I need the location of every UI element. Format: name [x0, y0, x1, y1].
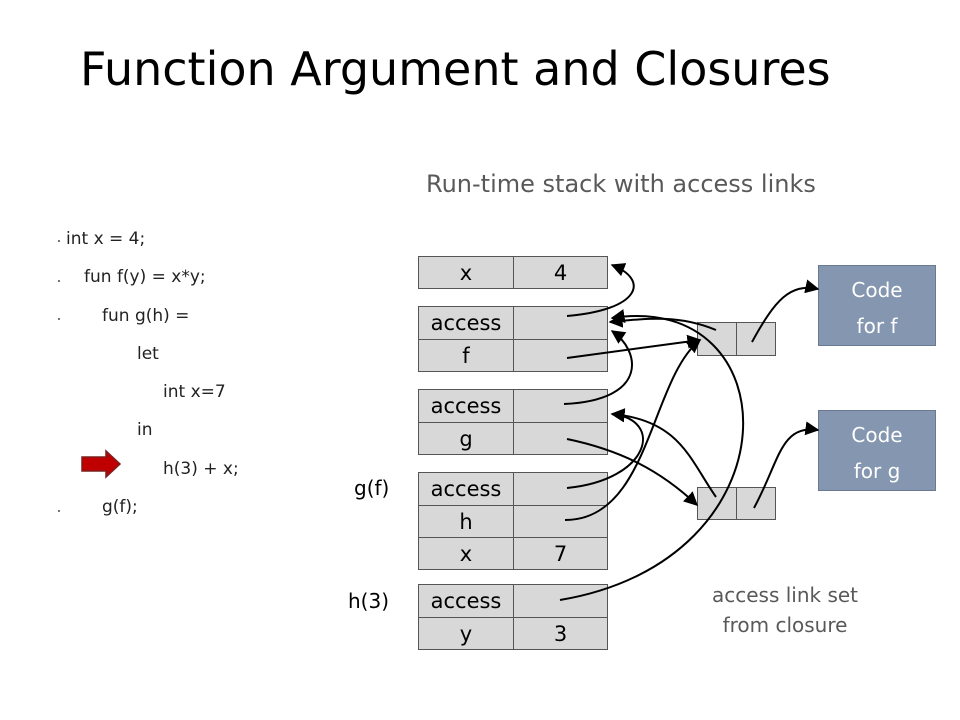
- bullet-dot: [58, 510, 60, 512]
- frame-label-gf: g(f): [354, 476, 390, 500]
- link-f-slot-to-closure-f: [566, 334, 702, 359]
- code-box-g-line1: Code: [851, 423, 903, 447]
- bullet-dot: [58, 318, 60, 320]
- closure-f-code-cell: [736, 322, 776, 356]
- link-closure-f-env-to-frame2: [608, 313, 717, 331]
- stack-cell-name: y: [418, 617, 514, 650]
- code-line-5: int x=7: [163, 382, 226, 402]
- link-h-slot-to-closure-f: [564, 339, 702, 521]
- link-frame5-access-to-frame2: [559, 309, 745, 601]
- stack-cell-value: [513, 422, 608, 455]
- stack-cell-value: 7: [513, 537, 608, 570]
- stack-cell-access: access: [418, 389, 514, 423]
- code-line-7: h(3) + x;: [163, 459, 239, 479]
- stack-cell-name: x: [418, 256, 514, 289]
- stack-cell-access: access: [418, 584, 514, 618]
- stack-cell-name: g: [418, 422, 514, 455]
- code-box-f-line1: Code: [851, 278, 903, 302]
- code-listing: int x = 4; fun f(y) = x*y; fun g(h) = le…: [0, 0, 400, 720]
- code-box-g: Code for g: [818, 410, 936, 491]
- code-line-8: g(f);: [102, 497, 138, 517]
- bullet-dot: [58, 280, 60, 282]
- stack-cell-name: x: [418, 537, 514, 570]
- closure-caption-line1: access link set: [711, 583, 859, 607]
- stack-cell-access-ptr: [513, 389, 608, 423]
- link-frame2-access-to-frame1: [566, 263, 635, 317]
- code-box-g-line2: for g: [853, 459, 901, 483]
- bullet-dot: [58, 240, 60, 242]
- code-line-4: let: [137, 344, 159, 364]
- link-closure-g-code-to-code-g: [753, 421, 820, 509]
- code-box-f-line2: for f: [856, 314, 898, 338]
- code-line-3: fun g(h) =: [102, 306, 190, 326]
- link-frame4-access-to-frame3: [566, 408, 644, 489]
- code-line-6: in: [137, 420, 153, 440]
- stack-cell-name: h: [418, 505, 514, 538]
- code-line-2: fun f(y) = x*y;: [84, 267, 206, 287]
- stack-cell-access-ptr: [513, 472, 608, 506]
- stack-cell-value: 4: [513, 256, 608, 289]
- link-closure-f-code-to-code-f: [751, 279, 820, 343]
- current-line-arrow-icon: [81, 449, 122, 479]
- diagram-subtitle: Run-time stack with access links: [426, 170, 816, 198]
- code-box-f: Code for f: [818, 265, 936, 346]
- closure-caption-line2: from closure: [722, 613, 848, 637]
- stack-cell-name: f: [418, 339, 514, 372]
- frame-label-h3: h(3): [348, 589, 390, 613]
- link-closure-g-env-to-frame3: [610, 408, 717, 498]
- slide-title: Function Argument and Closures: [80, 42, 831, 96]
- stack-cell-value: 3: [513, 617, 608, 650]
- closure-caption: access link set from closure: [680, 580, 890, 640]
- code-line-1: int x = 4;: [66, 229, 146, 249]
- stack-cell-value: [513, 505, 608, 538]
- link-frame3-access-to-frame2: [563, 330, 633, 405]
